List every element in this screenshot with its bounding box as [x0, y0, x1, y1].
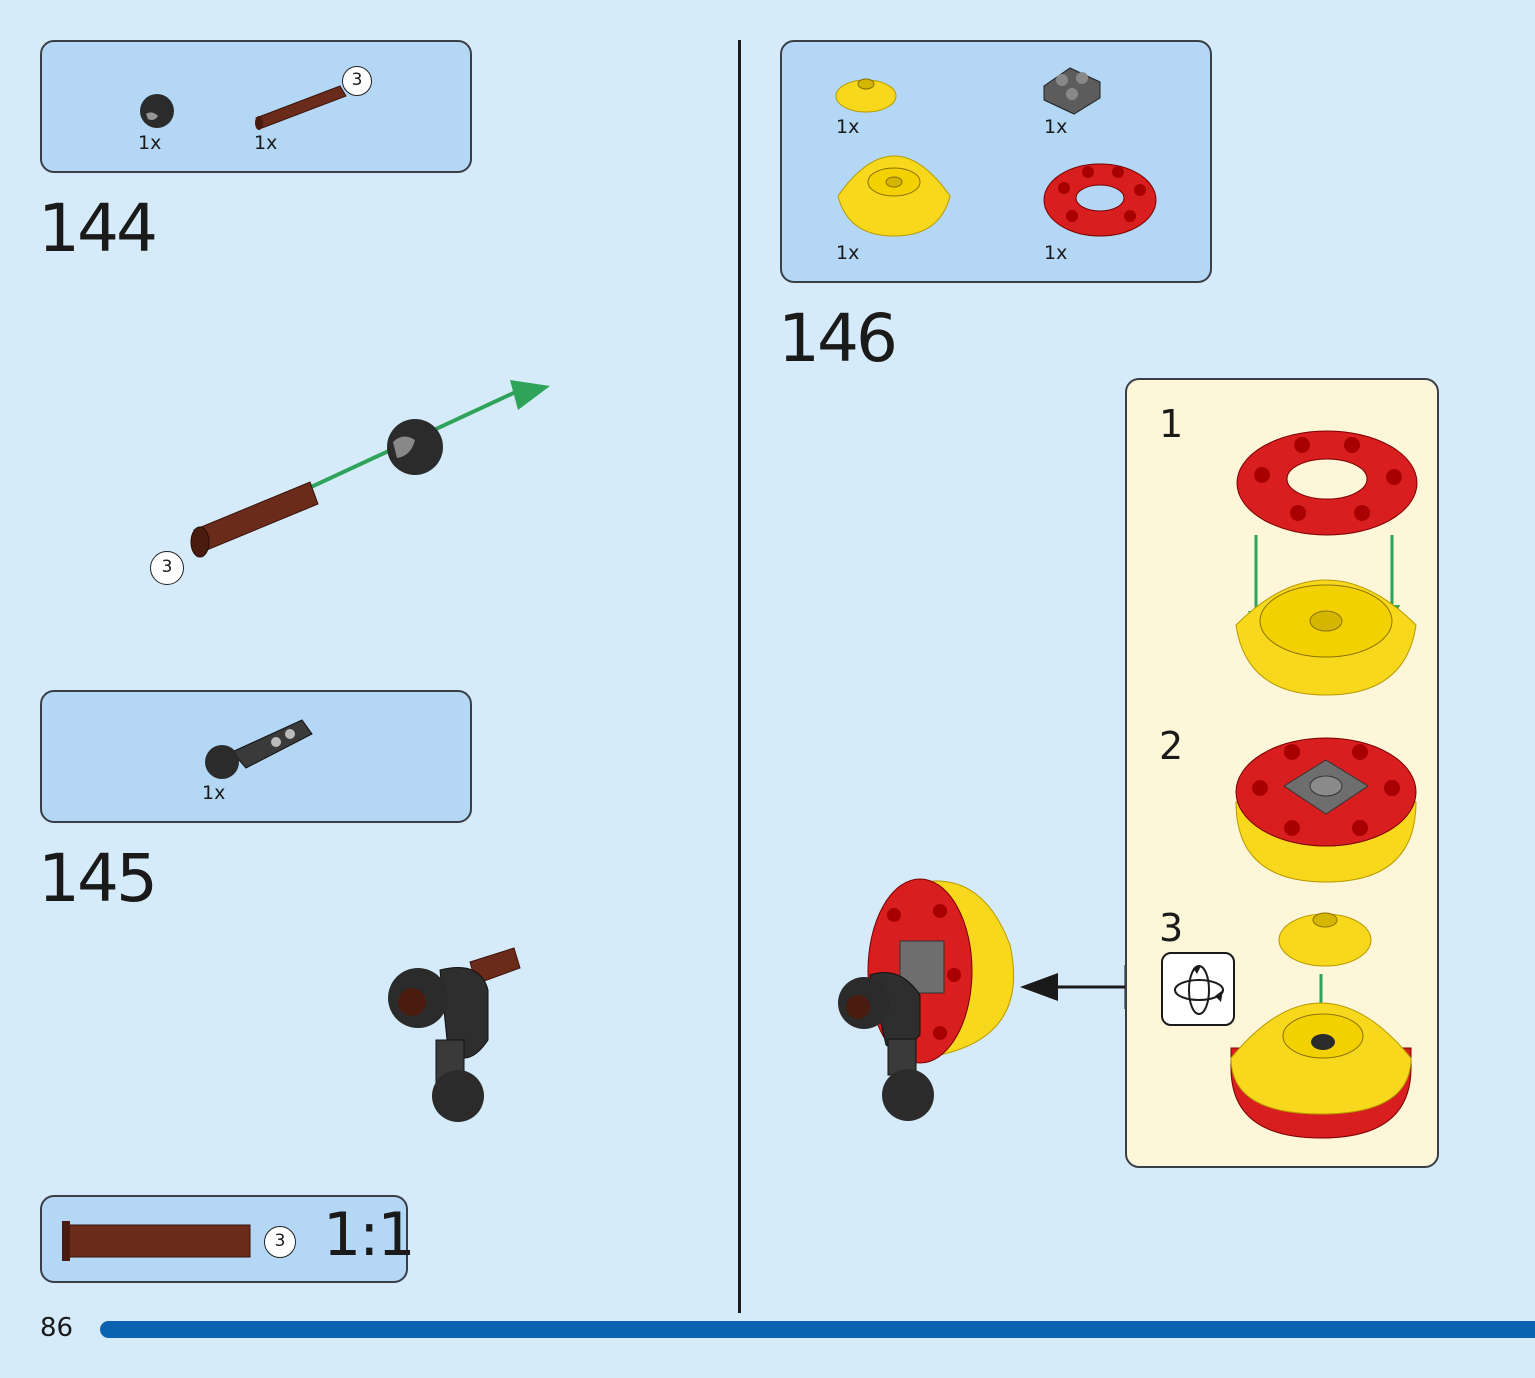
- ball-joint-part-icon: [140, 94, 174, 128]
- step-number-146: 146: [778, 300, 898, 377]
- scale-ratio: 1:1: [323, 1200, 416, 1270]
- progress-bar: [100, 1321, 1535, 1338]
- substep-number-3: 3: [1159, 906, 1184, 950]
- step-number-144: 144: [38, 190, 158, 267]
- red-round-ring-part-icon: [1043, 163, 1157, 237]
- step-146-parts-box: 1x 1x 1x 1x: [780, 40, 1212, 283]
- substep-number-1: 1: [1159, 402, 1184, 446]
- part-qty: 1x: [138, 132, 162, 154]
- sub-assembly-box: 1 2 3: [1125, 378, 1439, 1168]
- step-145-illustration: [388, 947, 521, 1122]
- part-qty: 1x: [254, 132, 278, 154]
- part-qty: 1x: [1044, 116, 1068, 138]
- step-144-illustration: [190, 380, 550, 558]
- axle-length-badge: 3: [264, 1226, 296, 1258]
- column-divider: [738, 40, 741, 1313]
- substep-2-illustration: [1235, 737, 1417, 883]
- substep-1-illustration: [1235, 430, 1418, 696]
- yellow-dish-part-icon: [835, 78, 897, 113]
- part-qty: 1x: [202, 782, 226, 804]
- step-146-illustration: [838, 878, 1128, 1121]
- rotate-model-icon: [1161, 952, 1235, 1026]
- ball-connector-part-icon: [205, 719, 313, 779]
- gray-round-plate-part-icon: [1043, 67, 1101, 115]
- axle-length-badge: 3: [342, 66, 372, 96]
- part-qty: 1x: [836, 116, 860, 138]
- step-number-145: 145: [38, 840, 158, 917]
- part-qty: 1x: [836, 242, 860, 264]
- page-number: 86: [40, 1313, 74, 1343]
- yellow-dome-part-icon: [837, 155, 951, 237]
- axle-scale-icon: [62, 1221, 251, 1261]
- step-145-parts-box: 1x: [40, 690, 472, 823]
- step-144-parts-box: 1x 1x 3: [40, 40, 472, 173]
- scale-guide-box: 3: [40, 1195, 408, 1283]
- substep-3-illustration: [1230, 912, 1412, 1139]
- axle-length-badge: 3: [150, 551, 184, 585]
- axle-part-icon: [255, 85, 347, 130]
- substep-number-2: 2: [1159, 724, 1184, 768]
- part-qty: 1x: [1044, 242, 1068, 264]
